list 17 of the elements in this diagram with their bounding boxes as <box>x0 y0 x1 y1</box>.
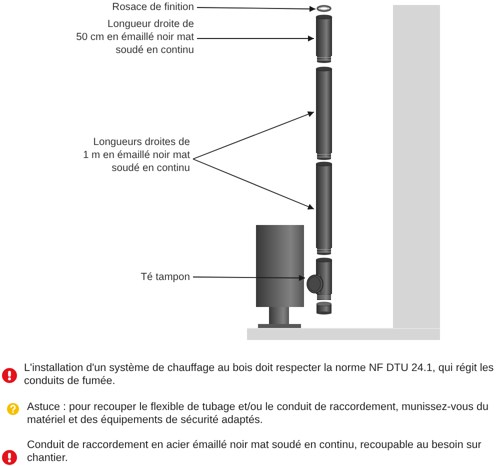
part-label: Rosace de finition <box>112 1 194 14</box>
leader-arrow <box>196 6 316 12</box>
leader-arrow <box>196 36 314 42</box>
part-label: Longueurs droites de 1 m en émaillé noir mat soudé en continu <box>82 136 190 175</box>
leader-arrow <box>192 274 306 281</box>
note-text: L'installation d'un système de chauffage au bois doit respecter la norme NF DTU 24.1, qui régit les conduits de fumée. <box>24 362 494 388</box>
pipe-section-drawing <box>316 14 332 63</box>
leader-arrow <box>192 158 314 210</box>
pipe-section-drawing <box>316 66 332 160</box>
part-label: Longueur droite de 50 cm en émaillé noir mat soudé en continu <box>76 18 194 57</box>
note-text: Astuce : pour recouper le flexible de tubage et/ou le conduit de raccordement, munissez-vous du matériel et des équipements de sécurité adaptés. <box>27 401 489 427</box>
pipe-section-drawing <box>316 162 332 255</box>
trim-ring-drawing <box>316 5 332 12</box>
part-label: Té tampon <box>140 271 190 284</box>
note-text: Conduit de raccordement en acier émaillé noir mat soudé en continu, recoupable au besoin sur chantier. <box>27 439 482 465</box>
tee-fitting-drawing <box>306 258 332 314</box>
leader-arrow <box>192 111 314 160</box>
